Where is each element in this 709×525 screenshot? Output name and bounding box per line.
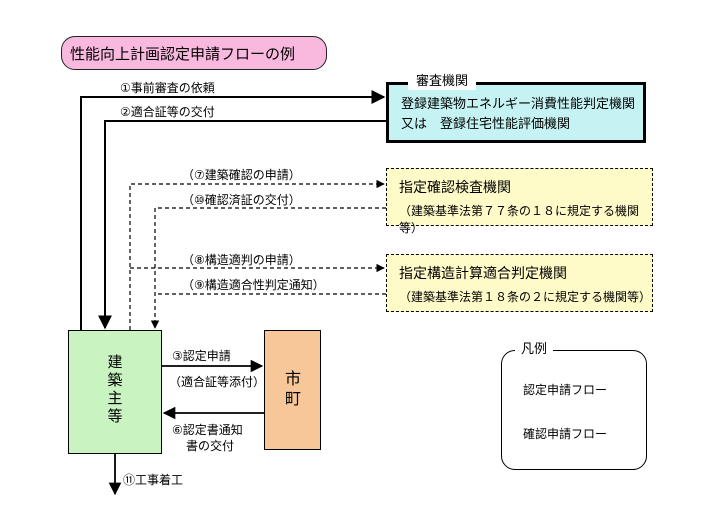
kenchiku-box: 建築主等 <box>68 330 162 454</box>
flow-3-label: ③認定申請 <box>172 349 231 363</box>
legend-title: 凡例 <box>515 342 554 358</box>
shinsa-box: 登録建築物エネルギー消費性能判定機関 又は 登録住宅性能評価機関 <box>386 82 646 143</box>
flow-3-note: （適合証等添付） <box>169 375 266 389</box>
shicho-box: 市町 <box>264 330 321 450</box>
flow-7-arrow <box>129 179 385 330</box>
flow-10-arrow <box>150 207 386 329</box>
flow-title: 性能向上計画認定申請フローの例 <box>61 36 327 70</box>
flow-6-label-line-1: ⑥認定書通知 <box>172 423 243 437</box>
shinsa-line-2: 又は 登録住宅性能評価機関 <box>401 117 571 132</box>
flow-8-label: （⑧構造適判の申請） <box>182 253 301 267</box>
kenchiku-name: 建築主等 <box>107 353 123 425</box>
flow-1-arrow <box>80 90 386 330</box>
flow-9-label: （⑨構造適合性判定通知） <box>182 278 325 292</box>
kensa-note: （建築基準法第７７条の１８に規定する機関等） <box>399 204 640 235</box>
kozo-box: 指定構造計算適合判定機関 （建築基準法第１８条の２に規定する機関等） <box>386 254 653 312</box>
kozo-note: （建築基準法第１８条の２に規定する機関等） <box>399 290 652 304</box>
kozo-name: 指定構造計算適合判定機関 <box>399 266 567 282</box>
flow-1-label: ①事前審査の依頼 <box>120 81 215 95</box>
kensa-box: 指定確認検査機関 （建築基準法第７７条の１８に規定する機関等） <box>386 168 653 235</box>
flow-2-arrow <box>98 120 386 330</box>
kensa-name: 指定確認検査機関 <box>399 180 511 196</box>
flow-6-label-line-2: 書の交付 <box>186 439 235 453</box>
flow-2-label: ②適合証等の交付 <box>120 105 215 119</box>
legend-dashed-label: 確認申請フロー <box>523 427 608 441</box>
flow-7-label: （⑦建築確認の申請） <box>182 168 301 182</box>
shinsa-line-1: 登録建築物エネルギー消費性能判定機関 <box>401 97 636 112</box>
flow-11-label: ⑪工事着工 <box>123 473 184 487</box>
shinsa-title: 審査機関 <box>408 74 477 90</box>
legend-solid-label: 認定申請フロー <box>523 383 608 397</box>
shicho-name: 市町 <box>284 369 301 408</box>
flow-10-label: （⑩確認済証の交付） <box>182 193 301 207</box>
legend-box <box>501 350 647 470</box>
